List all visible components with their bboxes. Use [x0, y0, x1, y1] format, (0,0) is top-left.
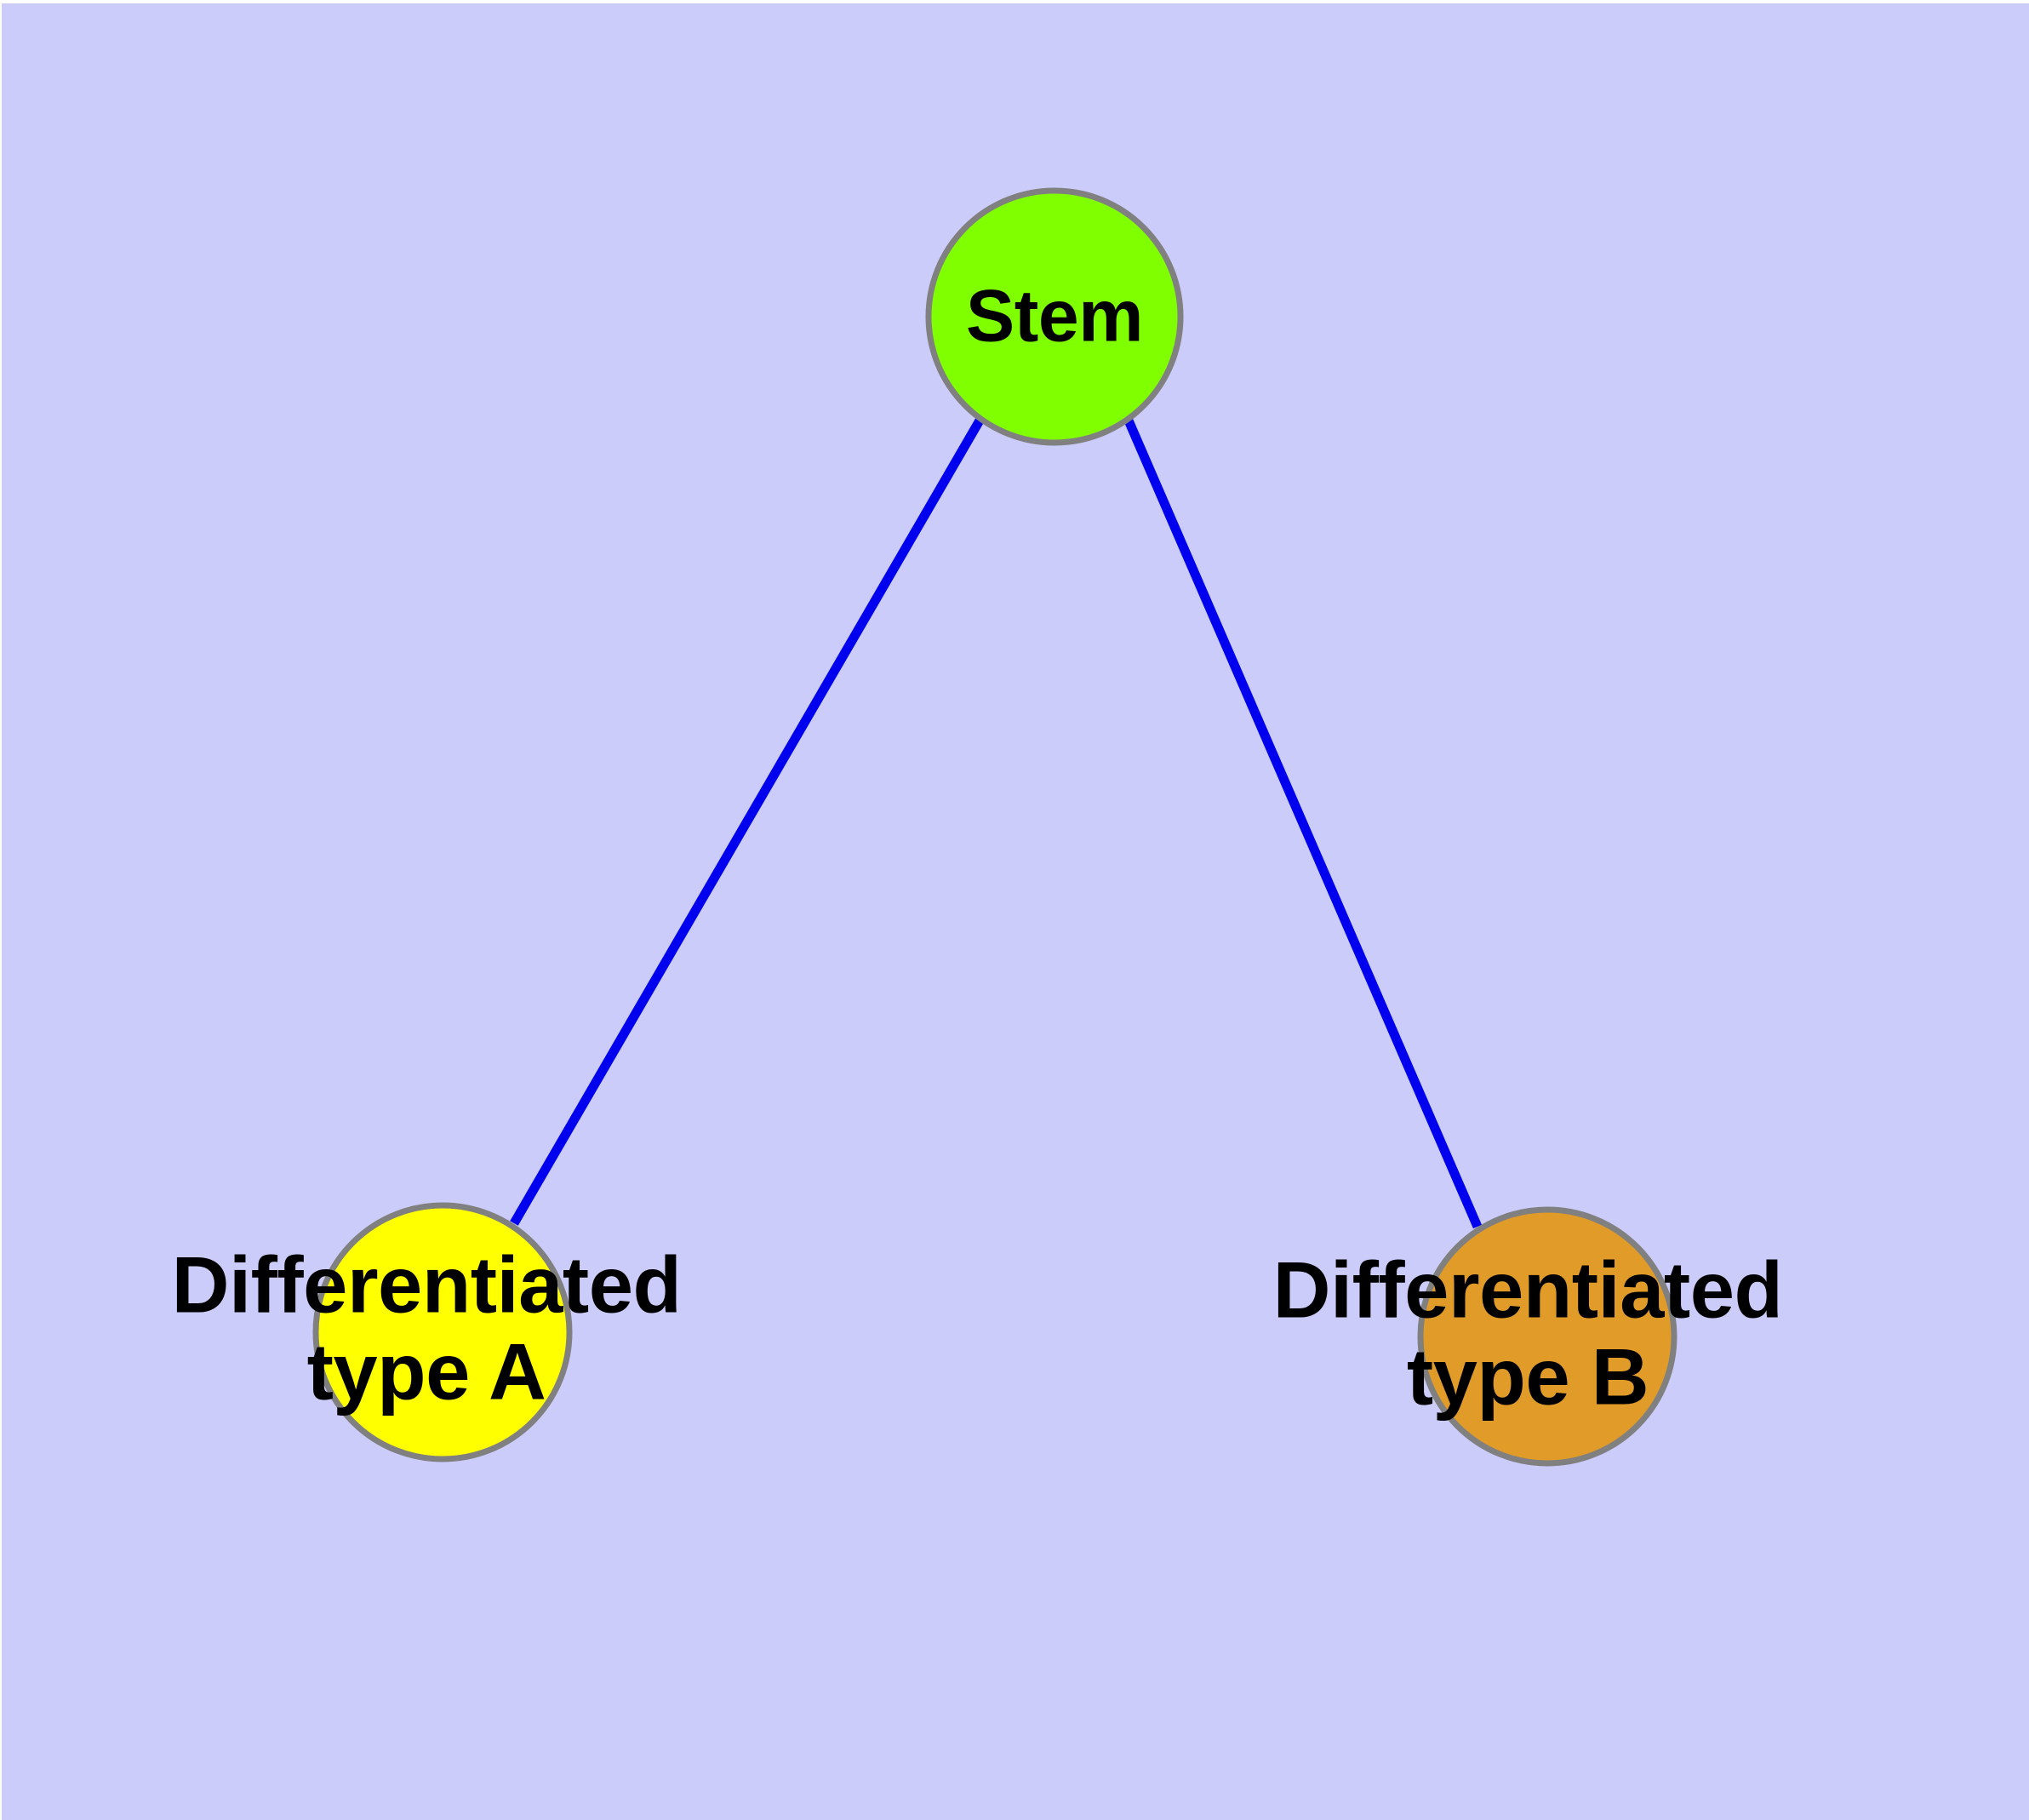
node-differentiated-type-a[interactable] — [312, 1202, 573, 1462]
edge-stem-to-differentiated-type-b[interactable] — [1123, 418, 1483, 1229]
node-differentiated-type-b[interactable] — [1417, 1206, 1677, 1467]
edge-stem-to-differentiated-type-a[interactable] — [510, 418, 984, 1226]
node-stem[interactable] — [925, 187, 1184, 446]
edge-layer — [510, 418, 1483, 1229]
node-layer — [312, 187, 1677, 1467]
